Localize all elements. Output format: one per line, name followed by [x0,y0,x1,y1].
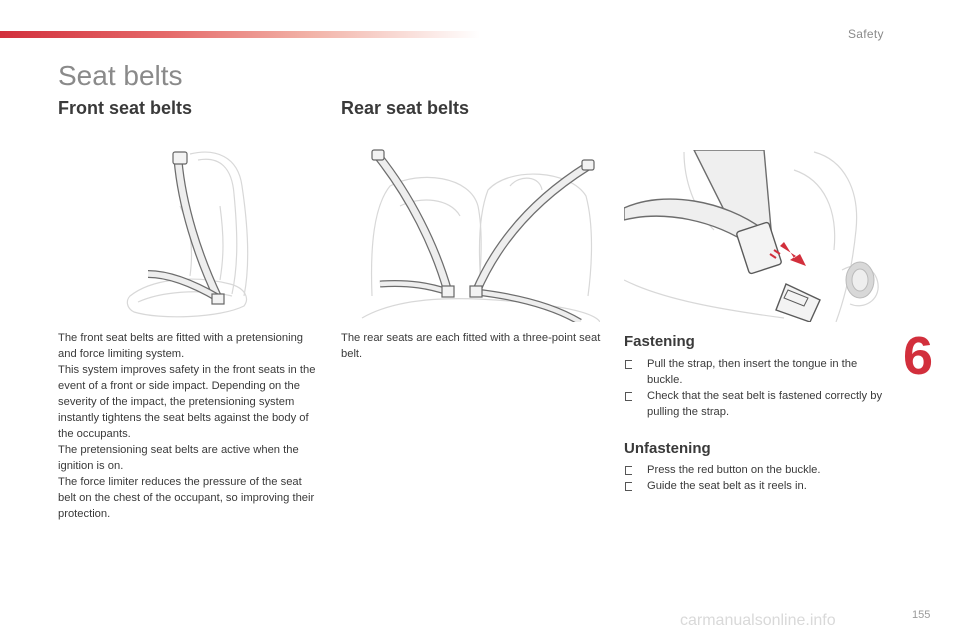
unfastening-heading: Unfastening [624,440,711,457]
chapter-number: 6 [903,326,934,386]
checkbox-icon [625,392,632,401]
checkbox-icon [625,466,632,475]
section-label: Safety [848,27,884,41]
buckle-illustration [624,150,884,322]
checkbox-icon [625,482,632,491]
watermark: carmanualsonline.info [680,612,836,629]
list-item: Guide the seat belt as it reels in. [624,478,886,494]
front-paragraph-2: This system improves safety in the front… [58,364,316,440]
front-paragraph-1: The front seat belts are fitted with a p… [58,332,304,360]
rear-seat-belts-heading: Rear seat belts [341,98,470,118]
unfastening-list: Press the red button on the buckle. Guid… [624,462,886,494]
rear-paragraph: The rear seats are each fitted with a th… [341,332,601,360]
page-number: 155 [912,609,931,621]
front-seat-belts-text: The front seat belts are fitted with a p… [58,330,320,522]
front-seat-belts-heading: Front seat belts [58,98,193,118]
rear-seat-belt-illustration [360,146,600,322]
front-paragraph-4: The force limiter reduces the pressure o… [58,476,315,520]
list-item: Check that the seat belt is fastened cor… [624,388,886,420]
front-paragraph-3: The pretensioning seat belts are active … [58,444,299,472]
rear-seat-belts-text: The rear seats are each fitted with a th… [341,330,605,362]
page-title: Seat belts [58,60,183,91]
front-seat-belt-illustration [120,146,260,322]
list-item: Pull the strap, then insert the tongue i… [624,356,886,388]
list-item: Press the red button on the buckle. [624,462,886,478]
header-accent-bar [0,31,480,38]
checkbox-icon [625,360,632,369]
fastening-list: Pull the strap, then insert the tongue i… [624,356,886,420]
fastening-heading: Fastening [624,333,695,350]
press-arrow-icon [769,242,806,266]
